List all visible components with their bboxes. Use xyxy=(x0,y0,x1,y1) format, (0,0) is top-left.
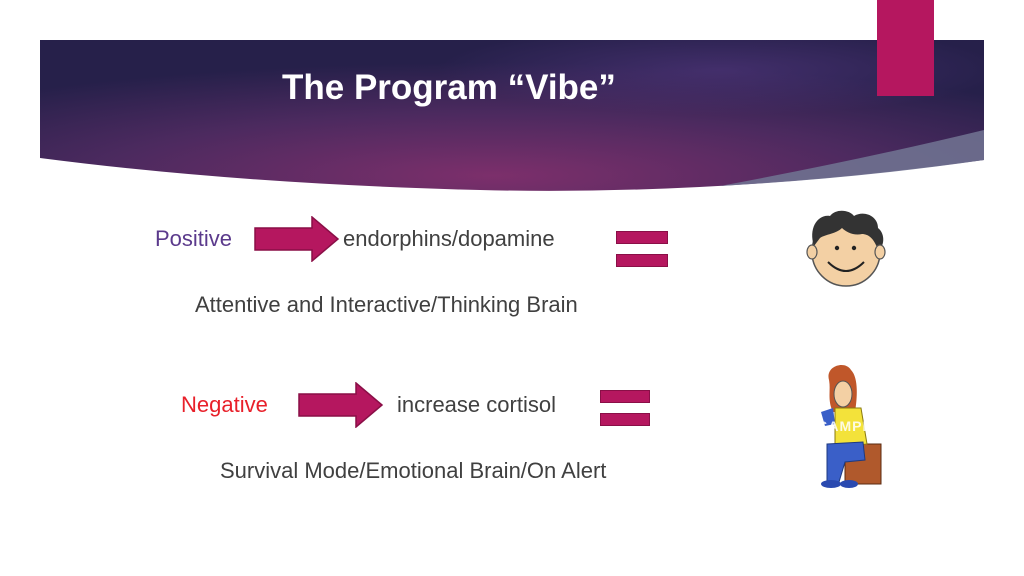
positive-result: endorphins/dopamine xyxy=(343,226,555,251)
negative-label: Negative xyxy=(181,392,268,417)
equals-icon xyxy=(616,231,668,267)
equals-icon xyxy=(600,390,650,426)
positive-label: Positive xyxy=(155,226,233,251)
page-title: The Program “Vibe” xyxy=(282,68,616,107)
accent-tab xyxy=(877,0,934,96)
watermark-text: SAMPLE xyxy=(818,418,883,434)
negative-description: Survival Mode/Emotional Brain/On Alert xyxy=(220,458,607,483)
right-arrow-icon xyxy=(254,216,340,262)
happy-face-icon xyxy=(806,210,886,287)
sad-person-icon xyxy=(821,365,882,488)
right-arrow-icon xyxy=(298,382,384,428)
header-banner xyxy=(40,40,984,191)
positive-description: Attentive and Interactive/Thinking Brain xyxy=(195,292,578,317)
negative-result: increase cortisol xyxy=(397,392,556,417)
